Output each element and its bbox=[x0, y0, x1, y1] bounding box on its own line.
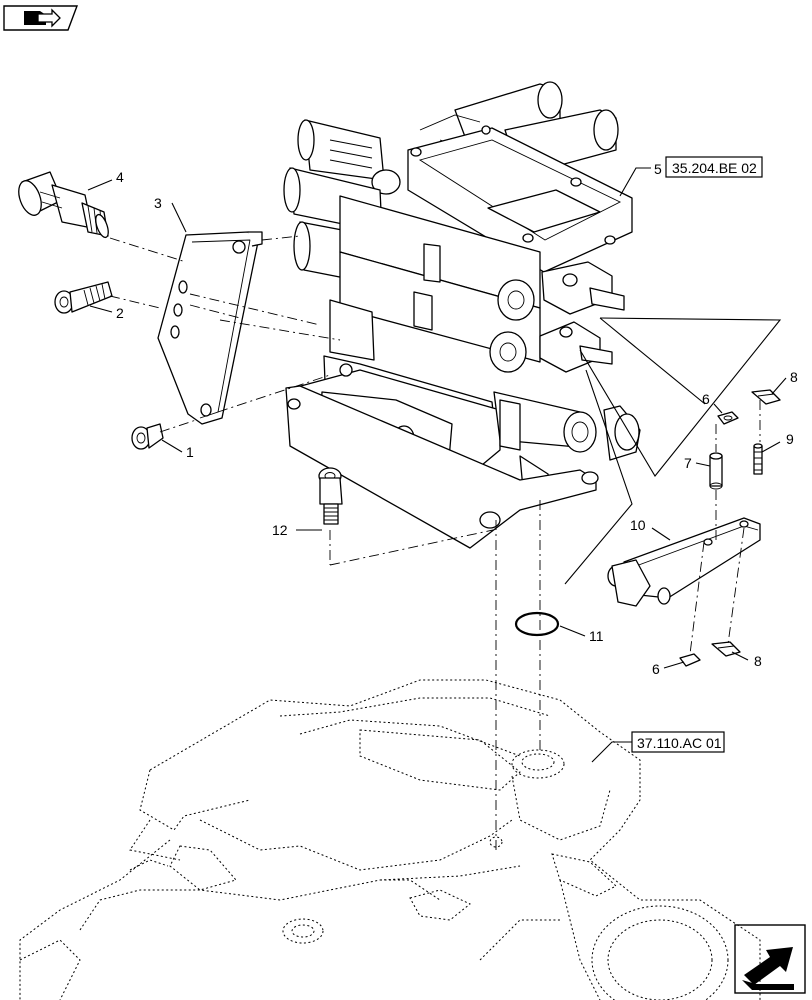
part-10-lever bbox=[607, 517, 761, 607]
part-1-bolt bbox=[131, 423, 164, 450]
callout-4: 4 bbox=[116, 169, 124, 185]
callouts: 4 3 2 1 5 6 7 8 9 10 11 12 6 8 bbox=[116, 161, 798, 677]
callout-3: 3 bbox=[154, 195, 162, 211]
detail-connection-lines bbox=[564, 317, 782, 585]
callout-7: 7 bbox=[684, 455, 692, 471]
callout-6-bottom: 6 bbox=[652, 661, 660, 677]
part-7-pin bbox=[709, 452, 723, 490]
callout-1: 1 bbox=[186, 444, 194, 460]
part-11-oring bbox=[514, 611, 560, 637]
callout-6-top: 6 bbox=[702, 391, 710, 407]
reference-box-housing[interactable]: 37.110.AC 01 bbox=[631, 731, 725, 753]
callout-8-top: 8 bbox=[790, 369, 798, 385]
part-9-pin bbox=[753, 443, 763, 475]
housing-reference-label: 37.110.AC 01 bbox=[637, 735, 722, 751]
part-8-clip-top bbox=[751, 389, 781, 405]
part-5-valve-block bbox=[283, 81, 641, 549]
callout-10: 10 bbox=[630, 517, 646, 533]
callout-2: 2 bbox=[116, 305, 124, 321]
part-12-bolt bbox=[318, 467, 343, 525]
valve-reference-label: 35.204.BE 02 bbox=[672, 160, 757, 176]
callout-12: 12 bbox=[272, 522, 288, 538]
callout-leaders bbox=[87, 167, 787, 763]
callout-9: 9 bbox=[786, 431, 794, 447]
reference-box-valve[interactable]: 35.204.BE 02 bbox=[665, 156, 763, 178]
book-arrow-icon[interactable] bbox=[3, 5, 79, 31]
rear-axle-housing-outline bbox=[19, 679, 761, 1000]
part-6-clip-top bbox=[717, 411, 739, 425]
next-page-arrow-icon[interactable] bbox=[734, 924, 806, 994]
callout-5: 5 bbox=[654, 161, 662, 177]
part-4-fitting bbox=[18, 171, 109, 239]
callout-8-bottom: 8 bbox=[754, 653, 762, 669]
part-6-clip-bottom bbox=[679, 653, 701, 667]
part-2-bolt bbox=[54, 281, 113, 314]
assembly-lines bbox=[109, 235, 761, 850]
part-3-plate bbox=[157, 231, 263, 425]
callout-11: 11 bbox=[589, 628, 604, 644]
